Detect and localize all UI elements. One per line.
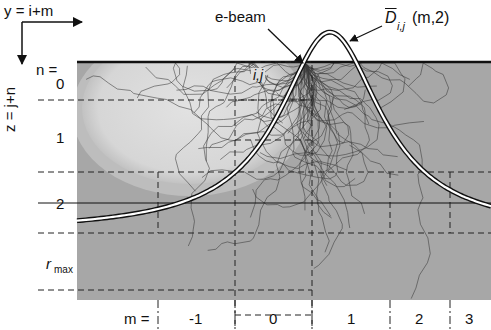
curve-subscript: i,j	[397, 21, 405, 32]
row-index-subscript: max	[54, 265, 73, 275]
y-axis-arrow	[22, 21, 82, 23]
curve-argument: (m,2)	[412, 10, 449, 26]
row-index: 0	[56, 76, 64, 91]
column-index: -1	[189, 311, 202, 326]
row-label: n =	[36, 62, 57, 77]
cell-label: i,j	[251, 68, 265, 82]
column-index: 3	[465, 311, 473, 326]
electron-trajectory	[86, 63, 305, 121]
electron-trajectory	[305, 63, 424, 128]
distribution-curve	[77, 32, 491, 221]
distribution-curve-inner	[77, 32, 491, 221]
row-index: 2	[56, 196, 64, 211]
electron-trajectory	[202, 63, 305, 179]
row-index: 1	[56, 130, 64, 145]
row-center-line	[38, 203, 491, 204]
curve-leader	[350, 26, 382, 41]
beam-arrow	[268, 29, 303, 63]
column-index: 1	[347, 311, 355, 326]
electron-trajectory	[220, 63, 305, 160]
column-dividers	[158, 300, 450, 330]
grid	[38, 62, 491, 328]
column-index: 2	[415, 311, 423, 326]
beam-label: e-beam	[215, 9, 266, 24]
column-index: 0	[269, 311, 277, 326]
column-label: m =	[124, 311, 149, 326]
electron-trajectory	[208, 63, 317, 250]
electron-trajectory	[305, 63, 392, 110]
specimen	[77, 62, 491, 300]
electron-trajectory	[299, 63, 343, 268]
axis-label: z = j+n	[2, 87, 17, 132]
electron-trajectory	[305, 63, 430, 299]
axis-label: y = i+m	[4, 3, 53, 18]
row-index: r	[46, 256, 51, 271]
surface-line	[77, 61, 491, 64]
z-axis-arrow	[21, 22, 23, 64]
curve-symbol: D	[385, 10, 397, 26]
electron-trajectory	[137, 63, 305, 98]
